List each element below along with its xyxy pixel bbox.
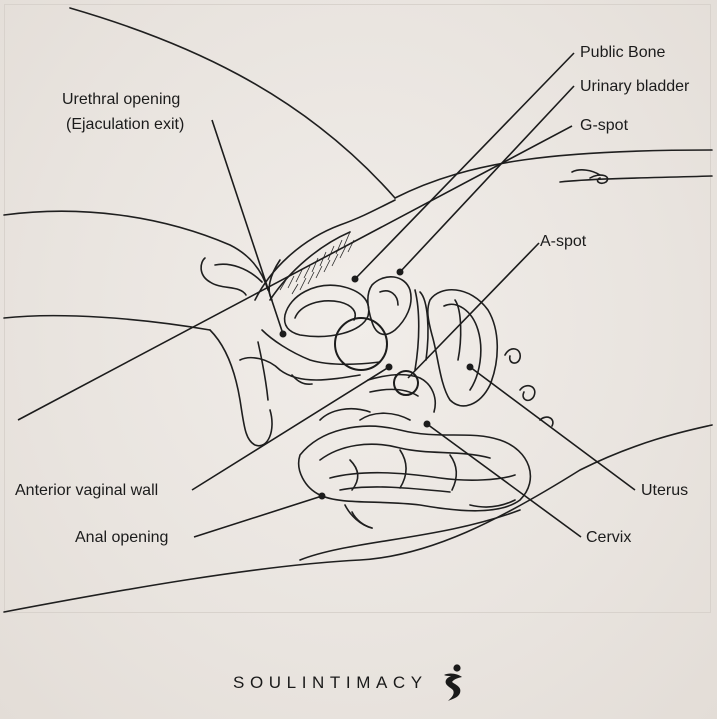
dancing-figure-icon — [438, 663, 468, 703]
label-g-spot: G-spot — [580, 116, 628, 136]
rectum-shape — [299, 426, 531, 511]
label-a-spot: A-spot — [540, 232, 586, 252]
bladder-shape — [368, 277, 411, 335]
label-anterior-vaginal-wall: Anterior vaginal wall — [15, 481, 158, 501]
arm-upper — [4, 211, 268, 290]
arm-lower — [4, 316, 210, 330]
pubic-hair-texture — [280, 232, 354, 294]
label-public-bone: Public Bone — [580, 43, 665, 63]
pubic-bone-shape — [285, 285, 369, 336]
brand-name: SOULINTIMACY — [233, 673, 428, 693]
label-uterus: Uterus — [641, 481, 688, 501]
body-outline-right-2 — [560, 176, 712, 182]
hand-back — [210, 330, 272, 446]
body-outline-right — [395, 150, 712, 198]
label-urinary-bladder: Urinary bladder — [580, 77, 689, 97]
label-ejaculation-exit: (Ejaculation exit) — [66, 115, 184, 135]
brand-footer: SOULINTIMACY — [233, 666, 468, 700]
body-outline-bottom — [4, 425, 712, 612]
label-cervix: Cervix — [586, 528, 631, 548]
label-urethral-opening: Urethral opening — [62, 90, 180, 110]
label-anal-opening: Anal opening — [75, 528, 168, 548]
